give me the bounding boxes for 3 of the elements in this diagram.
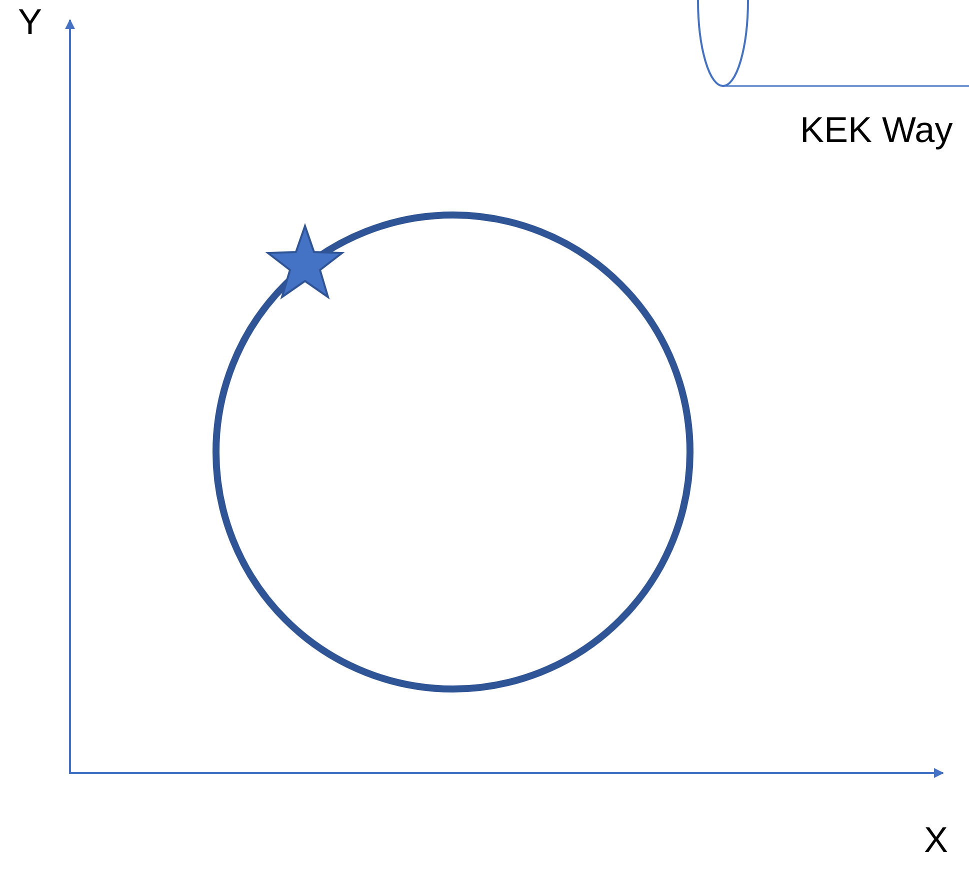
axis-label: Y — [18, 4, 42, 40]
axis-label: X — [924, 822, 948, 858]
axis-label: KEK Way — [800, 112, 953, 148]
